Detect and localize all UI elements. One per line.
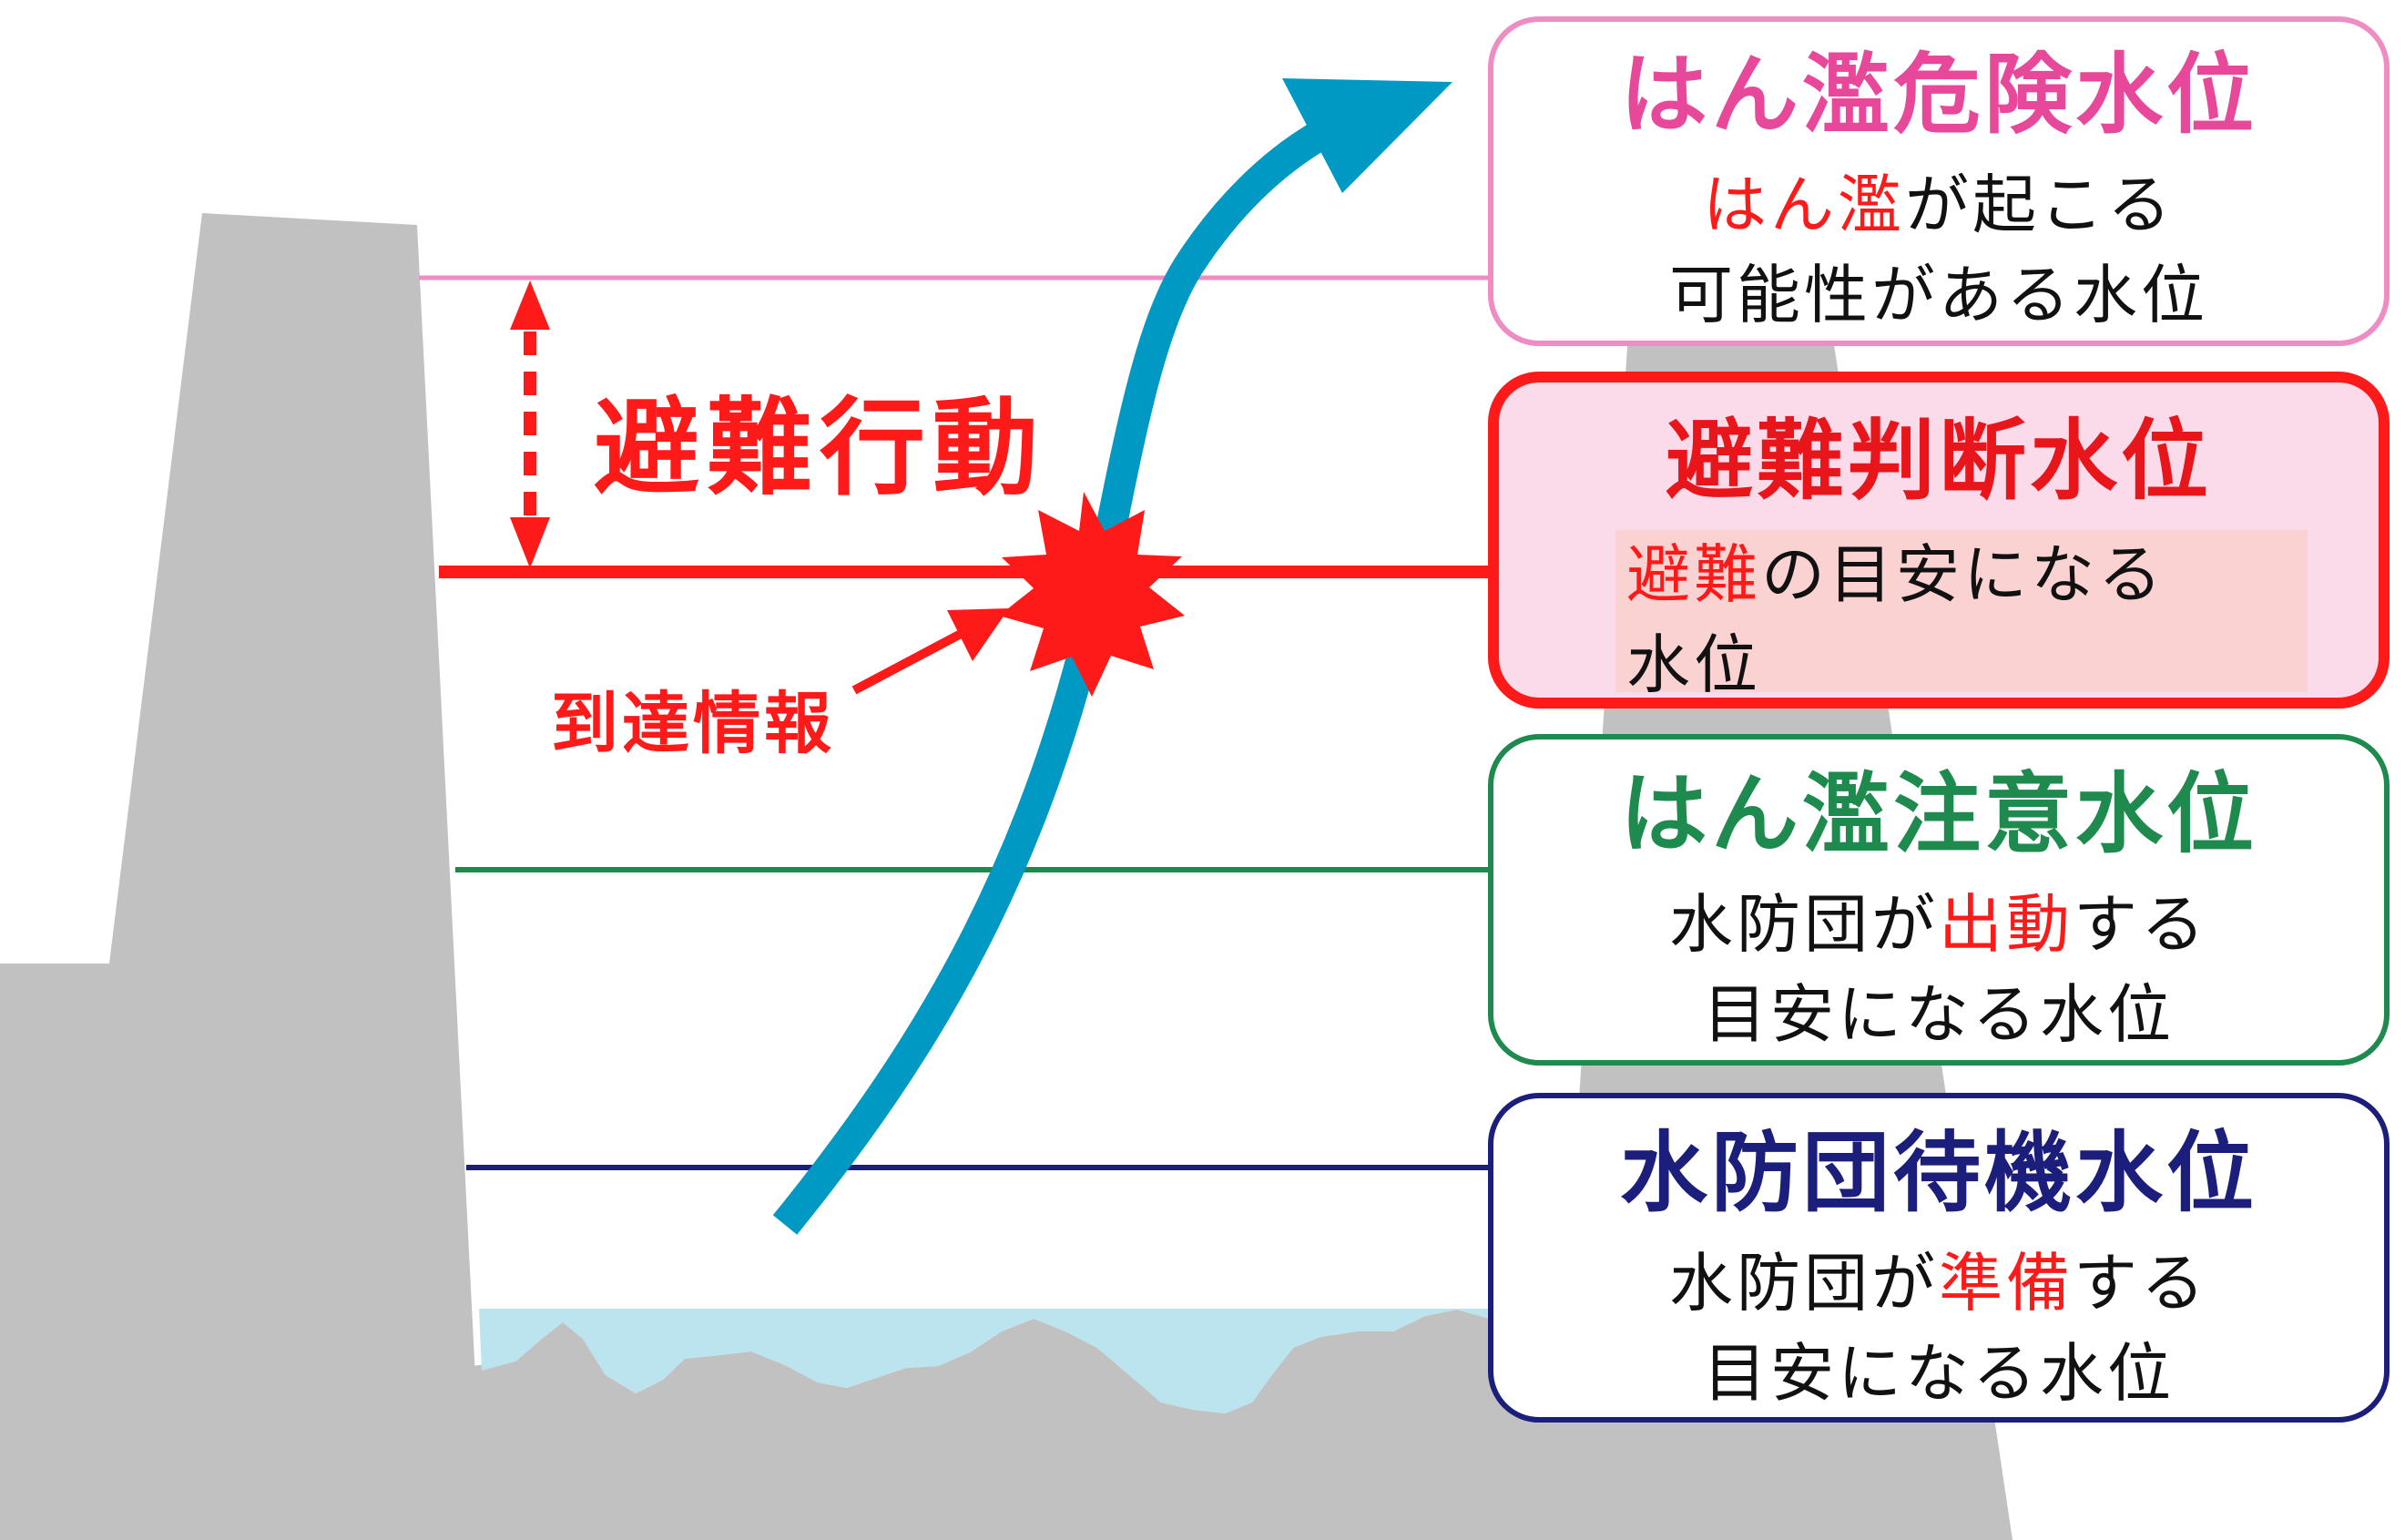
danger-level-desc: はん濫が起こる 可能性がある水位 (1493, 160, 2384, 342)
action-range-arrow-icon (510, 280, 550, 568)
danger-level-title: はん濫危険水位 (1620, 44, 2257, 146)
danger-level-desc-line2: 可能性がある水位 (1669, 257, 2208, 332)
caution-level-desc: 水防団が出動する 目安になる水位 (1493, 880, 2384, 1061)
standby-level-desc-line2: 目安になる水位 (1703, 1335, 2175, 1411)
evacuation-desc-highlight: 避難 (1626, 537, 1761, 612)
standby-level-box: 水防団待機水位 水防団が準備する 目安になる水位 (1488, 1093, 2390, 1423)
evacuation-level-desc-line2: 水位 (1626, 627, 1761, 703)
caution-level-desc-line2: 目安になる水位 (1703, 976, 2175, 1052)
evacuation-level-title: 避難判断水位 (1666, 410, 2212, 512)
threshold-burst-icon (999, 492, 1185, 697)
rising-water-arrow-icon (772, 78, 1452, 1235)
standby-desc-post: する (2074, 1245, 2208, 1321)
caution-desc-pre: 水防団が (1669, 886, 1939, 962)
caution-level-title: はん濫注意水位 (1620, 763, 2257, 865)
danger-desc-highlight: はん濫 (1703, 167, 1905, 242)
levee-shape (0, 213, 484, 1540)
evacuation-level-desc-line1: 避難の目安になる (1626, 530, 2308, 620)
standby-level-title: 水防団待機水位 (1620, 1122, 2257, 1224)
evacuation-action-label: 避難行動 (594, 387, 1045, 510)
caution-desc-highlight: 出動 (1939, 886, 2074, 962)
caution-level-box: はん濫注意水位 水防団が出動する 目安になる水位 (1488, 734, 2390, 1066)
standby-level-desc-line1: 水防団が準備する (1493, 1239, 2384, 1329)
evacuation-desc-rest: の目安になる (1761, 537, 2166, 612)
standby-desc-highlight: 準備 (1939, 1245, 2074, 1321)
evacuation-level-desc: 避難の目安になる 水位 (1615, 530, 2308, 702)
caution-desc-post: する (2074, 886, 2208, 962)
standby-desc-pre: 水防団が (1669, 1245, 1939, 1321)
arrival-info-label: 到達情報 (551, 685, 835, 763)
danger-desc-rest: が起こる (1905, 167, 2175, 242)
caution-level-desc-line1: 水防団が出動する (1493, 880, 2384, 970)
river-water (479, 1309, 1503, 1413)
standby-level-desc: 水防団が準備する 目安になる水位 (1493, 1239, 2384, 1420)
evacuation-level-box: 避難判断水位 避難の目安になる 水位 (1488, 372, 2390, 709)
danger-level-box: はん濫危険水位 はん濫が起こる 可能性がある水位 (1488, 16, 2390, 346)
danger-level-desc-line1: はん濫が起こる (1493, 160, 2384, 250)
arrival-pointer-arrow-icon (851, 608, 1009, 695)
